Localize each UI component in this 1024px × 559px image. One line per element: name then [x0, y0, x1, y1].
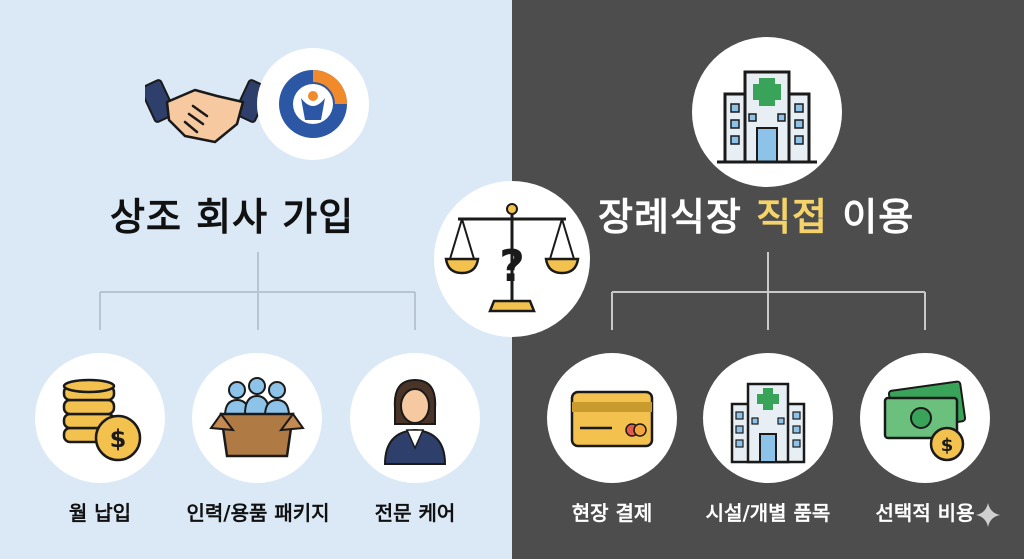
- company-logo-icon: [257, 48, 369, 160]
- right-title: 장례식장 직접 이용: [598, 195, 915, 239]
- item-label-onsite-payment: 현장 결제: [571, 501, 653, 525]
- coin-stack-icon: $: [35, 353, 165, 483]
- item-label-professional-care: 전문 케어: [374, 501, 456, 525]
- credit-card-icon: [547, 353, 677, 483]
- cash-icon: $: [860, 353, 990, 483]
- svg-text:$: $: [110, 425, 127, 453]
- item-label-monthly-payment: 월 납입: [68, 501, 132, 525]
- item-label-optional-cost: 선택적 비용: [875, 501, 975, 525]
- svg-text:$: $: [941, 435, 954, 456]
- hospital-top-icon: [692, 37, 842, 187]
- hospital-icon: [703, 353, 833, 483]
- left-title: 상조 회사 가입: [110, 195, 355, 239]
- handshake-icon: [139, 62, 271, 152]
- people-box-icon: [192, 353, 322, 483]
- svg-text:?: ?: [499, 241, 525, 292]
- professional-woman-icon: [350, 353, 480, 483]
- sparkle-icon: [975, 502, 1001, 528]
- item-label-package: 인력/용품 패키지: [186, 501, 330, 525]
- item-label-facility-items: 시설/개별 품목: [705, 501, 831, 525]
- scale-question-icon: ?: [434, 181, 590, 337]
